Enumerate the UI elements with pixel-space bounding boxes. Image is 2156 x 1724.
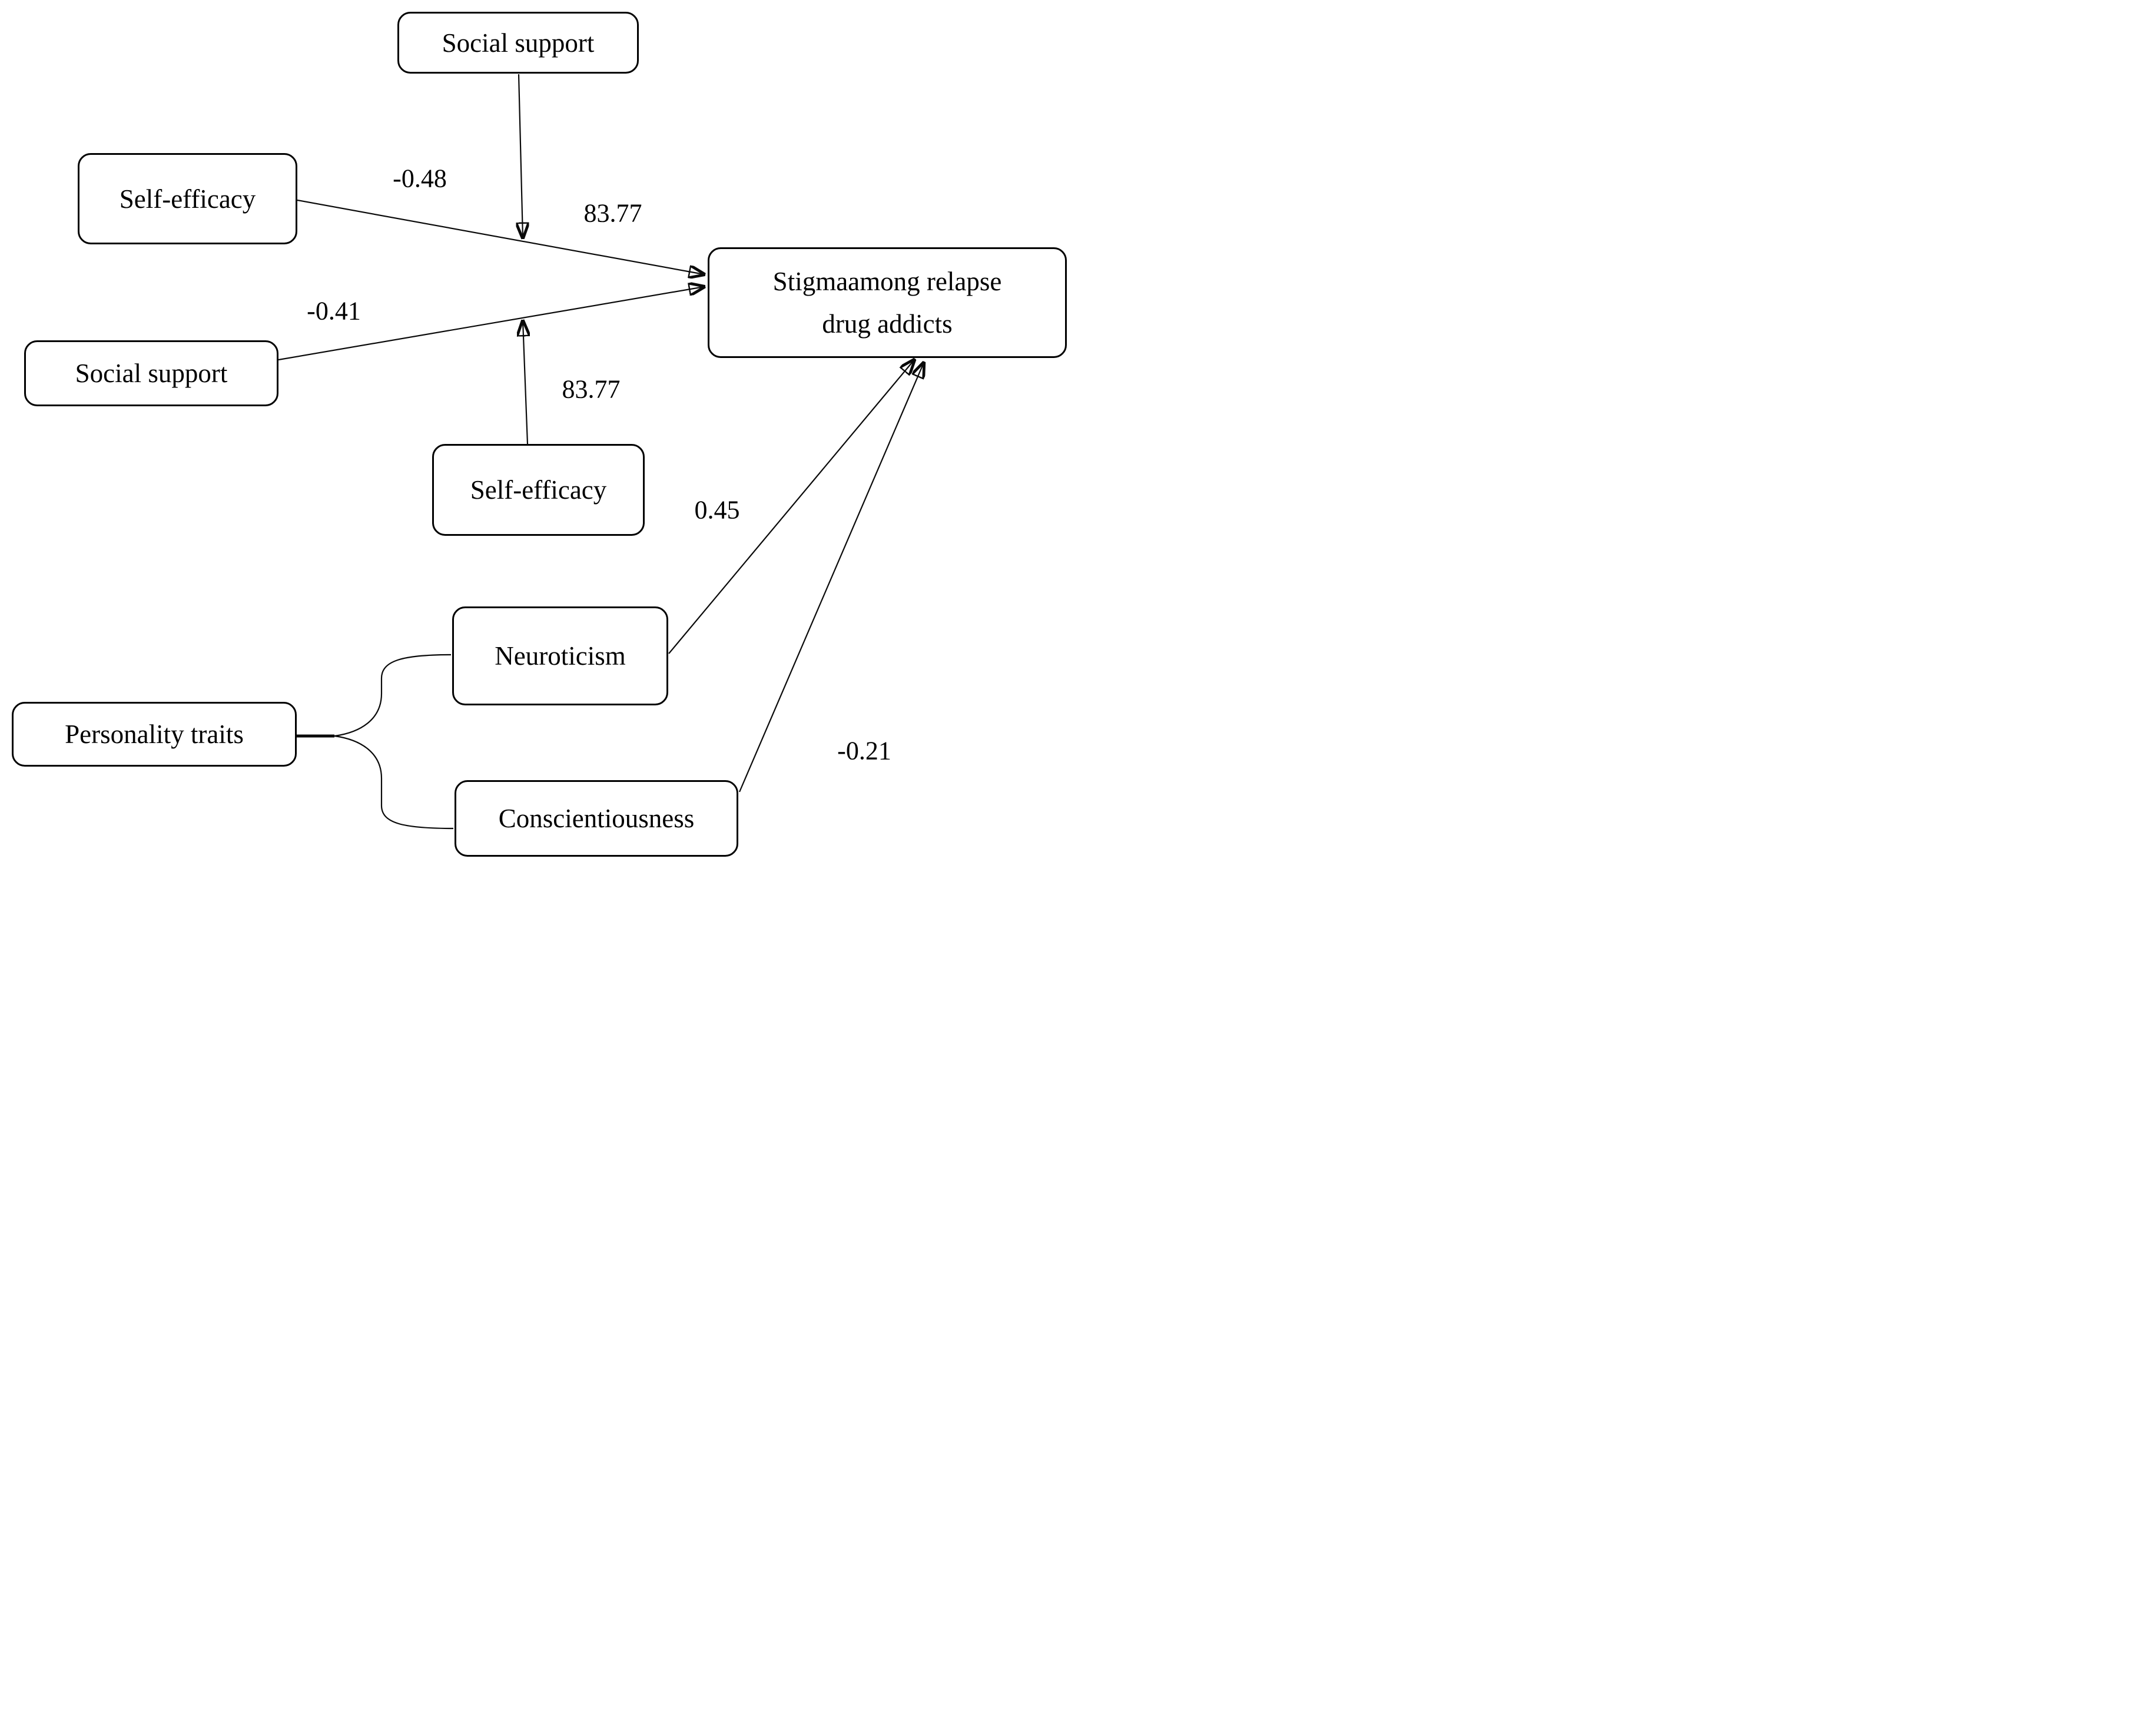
node-self-efficacy-mid: Self-efficacy <box>432 444 645 536</box>
node-neuroticism: Neuroticism <box>452 606 668 705</box>
node-social-support-mid: Social support <box>24 340 278 406</box>
coefficient-self-efficacy-to-stigma: -0.48 <box>393 164 447 193</box>
edge-conscientiousness-to-stigma-line <box>738 363 924 793</box>
path-diagram: Social support Self-efficacy Social supp… <box>0 0 1078 862</box>
node-stigma-outcome: Stigmaamong relapse drug addicts <box>708 247 1067 358</box>
coefficient-self-efficacy-mid-moderation: 83.77 <box>562 374 621 404</box>
edge-self-efficacy-to-stigma-line <box>297 199 704 274</box>
edge-neuroticism-to-stigma-line <box>668 360 914 654</box>
edge-personality-to-conscientiousness-line <box>334 735 454 830</box>
coefficient-social-support-to-stigma: -0.41 <box>307 296 361 326</box>
diagram-edges-layer <box>278 74 1078 830</box>
coefficient-social-support-top-moderation: 83.77 <box>583 198 642 228</box>
edge-self-efficacy-mid-moderation-line <box>523 321 528 445</box>
edge-personality-to-neuroticism-line <box>334 654 452 737</box>
edge-social-support-to-stigma-line <box>278 287 704 361</box>
node-social-support-top: Social support <box>397 12 639 74</box>
coefficient-neuroticism-to-stigma: 0.45 <box>694 495 740 525</box>
coefficient-conscientiousness-to-stigma: -0.21 <box>837 736 891 765</box>
node-personality-traits: Personality traits <box>12 702 297 767</box>
node-conscientiousness: Conscientiousness <box>455 780 738 857</box>
node-self-efficacy-left: Self-efficacy <box>78 153 297 244</box>
edge-social-support-top-moderation-line <box>519 74 523 238</box>
